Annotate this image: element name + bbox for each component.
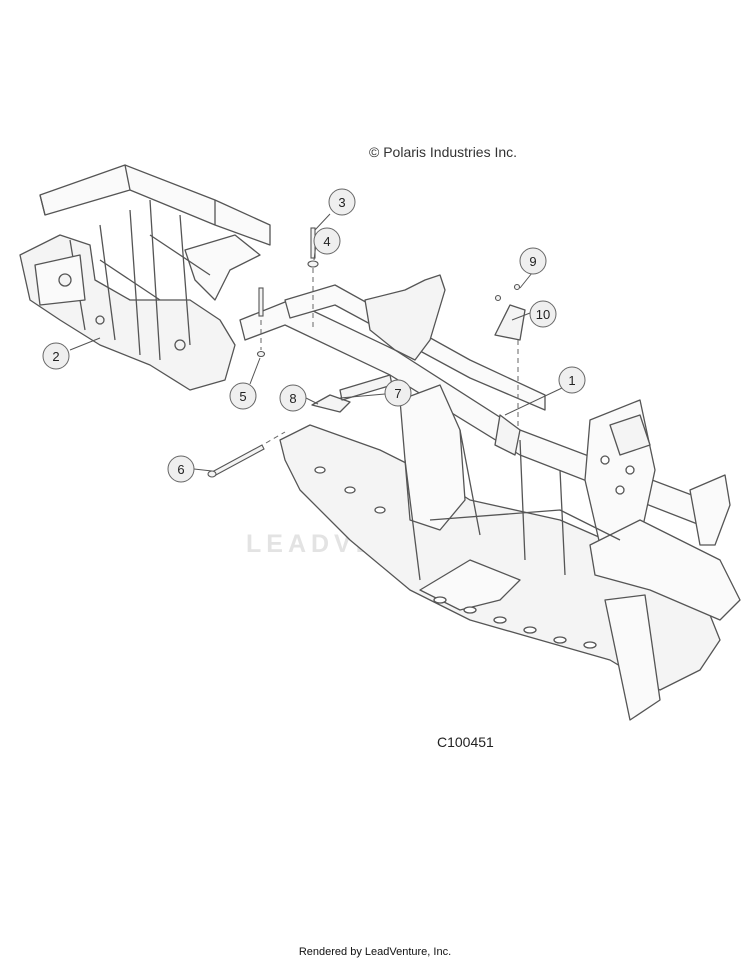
callout-6-label: 6 [177,462,184,477]
callout-1[interactable] [558,366,586,394]
callout-3-label: 3 [338,195,345,210]
bolt-part-6 [211,444,265,477]
bracket-part-10 [494,304,526,341]
bracket-part-7 [339,374,393,401]
nut-part-5 [256,350,266,358]
diagram-code: C100451 [437,734,494,750]
footer-credit: Rendered by LeadVenture, Inc. [298,946,452,958]
callout-4[interactable] [313,227,341,255]
callout-2[interactable] [42,342,70,370]
callout-5[interactable] [229,382,257,410]
bolt-part-9 [494,294,502,302]
callout-9-label: 9 [529,254,536,269]
bracket-part-8 [311,394,351,413]
callout-6[interactable] [167,455,195,483]
callout-4-label: 4 [323,234,330,249]
washer-part-4 [307,260,319,268]
callout-3[interactable] [328,188,356,216]
main-frame [239,274,741,721]
copyright-notice: © Polaris Industries Inc. [369,144,518,160]
callout-10-label: 10 [536,307,550,322]
callout-2-label: 2 [52,349,59,364]
callout-5-label: 5 [239,389,246,404]
callout-9[interactable] [519,247,547,275]
bolt-part-5 [258,287,264,317]
callout-8[interactable] [279,384,307,412]
callout-7[interactable] [384,379,412,407]
callout-8-label: 8 [289,391,296,406]
callout-10[interactable] [529,300,557,328]
rear-subframe [19,164,271,391]
callout-7-label: 7 [394,386,401,401]
callout-1-label: 1 [568,373,575,388]
